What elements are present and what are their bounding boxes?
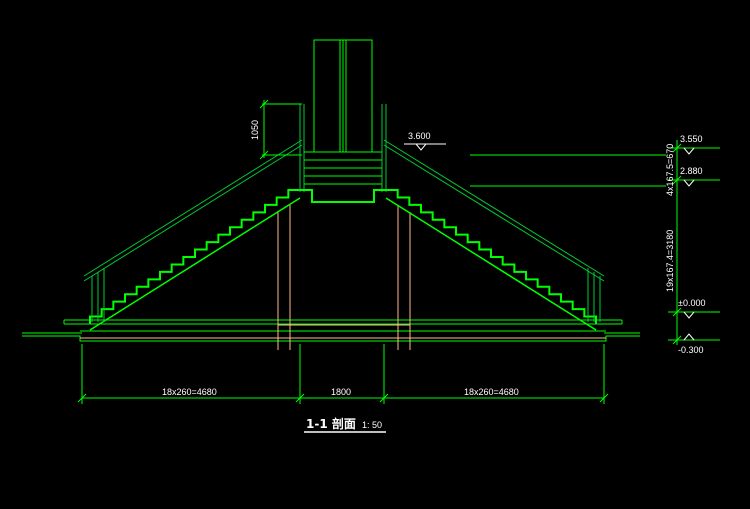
top-landing bbox=[300, 39, 386, 203]
left-stair bbox=[89, 189, 301, 331]
right-stair bbox=[385, 189, 597, 331]
elevation-right-mid: 2.880 bbox=[680, 166, 703, 176]
bottom-dimension-line bbox=[77, 344, 609, 404]
section-scale: 1: 50 bbox=[362, 420, 382, 430]
top-elevation-mark bbox=[404, 143, 446, 151]
right-elevation-marks bbox=[683, 147, 695, 341]
upper-flight-dimension: 4x167.5=670 bbox=[665, 144, 675, 196]
lower-flight-dimension: 19x167.4=3180 bbox=[665, 230, 675, 292]
ground-line bbox=[22, 319, 640, 342]
center-span-dimension: 1800 bbox=[331, 387, 351, 397]
right-run-dimension: 18x260=4680 bbox=[464, 387, 519, 397]
elevation-right-zero: ±0.000 bbox=[678, 298, 705, 308]
left-run-dimension: 18x260=4680 bbox=[162, 387, 217, 397]
elevation-top-text: 3.600 bbox=[408, 131, 431, 141]
column-lines bbox=[80, 205, 606, 350]
rail-height-text: 1050 bbox=[250, 120, 260, 140]
railing bbox=[83, 104, 605, 322]
elevation-right-bottom: -0.300 bbox=[678, 345, 704, 355]
section-title: 1-1 剖面 bbox=[306, 416, 356, 431]
rail-height-dimension bbox=[259, 99, 302, 160]
elevation-right-top: 3.550 bbox=[680, 134, 703, 144]
right-elevation-guides bbox=[470, 140, 720, 345]
